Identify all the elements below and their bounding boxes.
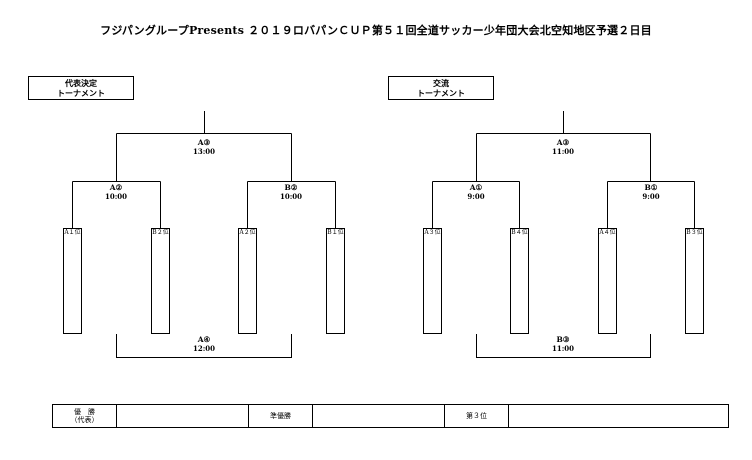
right-third-name: B③ <box>556 335 570 344</box>
left-third-lines <box>116 334 292 358</box>
left-semi-right-name: B② <box>284 183 298 192</box>
left-final-time: 13:00 <box>192 147 216 156</box>
right-semi-right-lines <box>607 181 695 228</box>
right-third-time: 11:00 <box>551 344 575 353</box>
left-semi-left-match: A② 10:00 <box>86 183 146 201</box>
right-final-name: A③ <box>556 138 570 147</box>
left-semi-right-time: 10:00 <box>279 192 303 201</box>
left-final-name: A③ <box>197 138 211 147</box>
left-final-lines <box>116 111 292 182</box>
right-semi-left-lines <box>432 181 520 228</box>
right-semi-right-match: B① 9:00 <box>621 183 681 201</box>
left-team-box-3: A２位 <box>238 228 257 334</box>
left-label-line1: 代表決定 <box>65 78 97 88</box>
right-label-line1: 交流 <box>433 78 449 88</box>
right-third-lines <box>476 334 651 358</box>
left-team-box-1: A１位 <box>63 228 82 334</box>
right-semi-left-name: A① <box>469 183 483 192</box>
right-third-match: B③ 11:00 <box>533 335 593 353</box>
results-table: 優 勝 （代表） 準優勝 第３位 <box>52 404 729 428</box>
winner-value-cell <box>116 404 249 428</box>
left-team-box-2: B２位 <box>151 228 170 334</box>
right-semi-right-name: B① <box>644 183 658 192</box>
right-tournament-label: 交流 トーナメント <box>388 76 494 100</box>
left-semi-left-name: A② <box>109 183 123 192</box>
third-value-cell <box>508 404 729 428</box>
left-semi-right-lines <box>247 181 336 228</box>
right-semi-left-time: 9:00 <box>467 192 485 201</box>
right-semi-right-time: 9:00 <box>642 192 660 201</box>
left-third-time: 12:00 <box>192 344 216 353</box>
winner-sub-label: （代表） <box>70 416 99 424</box>
left-semi-left-time: 10:00 <box>104 192 128 201</box>
third-label-cell: 第３位 <box>444 404 509 428</box>
left-team-box-4: B１位 <box>326 228 345 334</box>
runner-up-label-cell: 準優勝 <box>248 404 313 428</box>
right-final-match: A③ 11:00 <box>533 138 593 156</box>
left-tournament-label: 代表決定 トーナメント <box>28 76 134 100</box>
left-third-match: A④ 12:00 <box>174 335 234 353</box>
left-final-match: A③ 13:00 <box>174 138 234 156</box>
left-semi-left-lines <box>72 181 161 228</box>
right-final-time: 11:00 <box>551 147 575 156</box>
right-team-box-1: A３位 <box>423 228 442 334</box>
right-team-box-2: B４位 <box>510 228 529 334</box>
left-label-line2: トーナメント <box>57 88 105 98</box>
page-title: フジパングループPresents ２０１９ロバパンＣＵＰ第５１回全道サッカー少年… <box>100 24 652 37</box>
left-semi-right-match: B② 10:00 <box>261 183 321 201</box>
right-final-lines <box>476 111 651 182</box>
winner-label: 優 勝 <box>74 408 95 416</box>
results-row: 優 勝 （代表） 準優勝 第３位 <box>52 404 729 428</box>
right-team-box-3: A４位 <box>598 228 617 334</box>
winner-label-cell: 優 勝 （代表） <box>52 404 117 428</box>
right-semi-left-match: A① 9:00 <box>446 183 506 201</box>
left-third-name: A④ <box>197 335 211 344</box>
right-team-box-4: B３位 <box>685 228 704 334</box>
right-label-line2: トーナメント <box>417 88 465 98</box>
runner-up-value-cell <box>312 404 445 428</box>
